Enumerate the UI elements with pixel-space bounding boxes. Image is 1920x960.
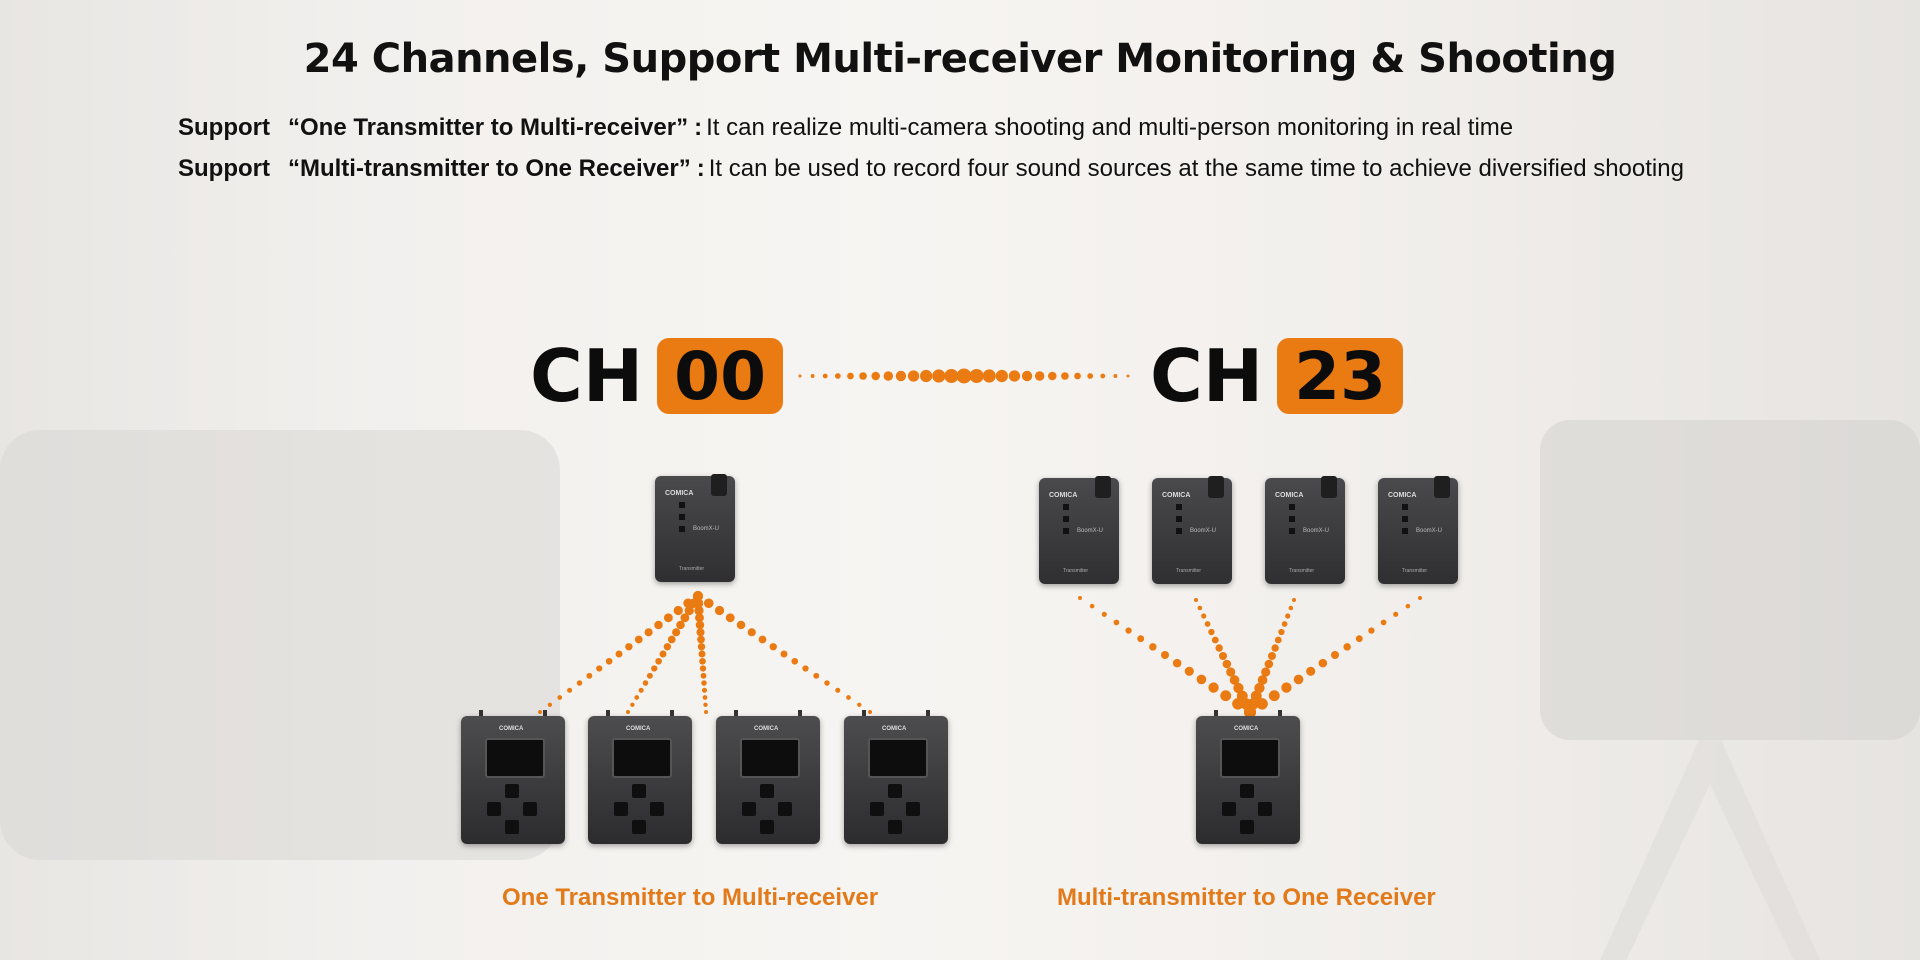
receiver-left-4: COMICA [844,710,948,844]
button [1240,820,1254,834]
feature-line-2: Support “Multi-transmitter to One Receive… [178,155,1684,183]
device-brand: COMICA [754,726,779,732]
button [1258,802,1272,816]
antenna [734,710,738,716]
button [650,802,664,816]
button [1222,802,1236,816]
device-foot: Transmitter [1289,568,1315,574]
lcd-screen [740,738,800,778]
clip [711,474,727,496]
caption-left: One Transmitter to Multi-receiver [502,884,879,911]
antenna [479,710,483,716]
channel-end-number: 23 [1277,338,1404,415]
transmitter-left: COMICA BoomX-U Transmitter [655,474,735,582]
button [632,820,646,834]
button-column [1063,504,1069,538]
device-brand: COMICA [499,726,524,732]
feature-line-1-desc: It can realize multi-camera shooting and… [706,114,1514,141]
antenna [670,710,674,716]
button [505,784,519,798]
button [870,802,884,816]
device-brand: COMICA [882,726,907,732]
button-column [1402,504,1408,538]
button [505,820,519,834]
channel-start: CH 00 [530,334,784,418]
feature-line-2-mode: “Multi-transmitter to One Receiver” [287,155,691,182]
button [614,802,628,816]
channel-start-number: 00 [657,338,784,415]
feature-line-2-desc: It can be used to record four sound sour… [708,155,1684,182]
button [906,802,920,816]
antenna [862,710,866,716]
device-brand: COMICA [1275,492,1304,499]
channel-end: CH 23 [1150,334,1404,418]
device-foot: Transmitter [1402,568,1428,574]
antenna [606,710,610,716]
clip [1321,476,1337,498]
device-brand: COMICA [1049,492,1078,499]
channel-end-label: CH [1150,334,1264,418]
button [1240,784,1254,798]
transmitter-right-4: COMICA BoomX-U Transmitter [1378,476,1458,584]
feature-line-1-colon: : [694,114,703,141]
device-brand: COMICA [665,490,694,497]
antenna [798,710,802,716]
feature-line-1-mode: “One Transmitter to Multi-receiver” [287,114,689,141]
device-brand: COMICA [1162,492,1191,499]
device-model: BoomX-U [1416,528,1443,534]
feature-line-1-support: Support [178,114,270,141]
device-model: BoomX-U [1077,528,1104,534]
device-model: BoomX-U [1303,528,1330,534]
transmitter-right-3: COMICA BoomX-U Transmitter [1265,476,1345,584]
button [888,820,902,834]
receiver-left-3: COMICA [716,710,820,844]
lcd-screen [1220,738,1280,778]
receiver-left-1: COMICA [461,710,565,844]
button [778,802,792,816]
camera-right-silhouette [1540,420,1920,740]
antenna [1214,710,1218,716]
receiver-right: COMICA [1196,710,1300,844]
device-model: BoomX-U [1190,528,1217,534]
antenna [543,710,547,716]
device-brand: COMICA [1388,492,1417,499]
button-column [1176,504,1182,538]
lcd-screen [612,738,672,778]
device-foot: Transmitter [1063,568,1089,574]
device-brand: COMICA [626,726,651,732]
antenna [926,710,930,716]
clip [1434,476,1450,498]
lcd-screen [485,738,545,778]
button [742,802,756,816]
feature-line-2-support: Support [178,155,270,182]
receiver-left-2: COMICA [588,710,692,844]
clip [1095,476,1111,498]
button-column [1289,504,1295,538]
button [487,802,501,816]
clip [1208,476,1224,498]
feature-line-1: Support “One Transmitter to Multi-receive… [178,114,1513,142]
device-foot: Transmitter [679,566,705,572]
caption-right: Multi-transmitter to One Receiver [1057,884,1436,911]
antenna [1278,710,1282,716]
channel-start-label: CH [530,334,644,418]
device-model: BoomX-U [693,526,720,532]
button [523,802,537,816]
button [888,784,902,798]
button [632,784,646,798]
page-title: 24 Channels, Support Multi-receiver Moni… [303,36,1617,82]
button [760,784,774,798]
lcd-screen [868,738,928,778]
transmitter-right-1: COMICA BoomX-U Transmitter [1039,476,1119,584]
device-foot: Transmitter [1176,568,1202,574]
transmitter-right-2: COMICA BoomX-U Transmitter [1152,476,1232,584]
feature-line-2-colon: : [696,155,705,182]
button-column [679,502,685,536]
device-brand: COMICA [1234,726,1259,732]
button [760,820,774,834]
